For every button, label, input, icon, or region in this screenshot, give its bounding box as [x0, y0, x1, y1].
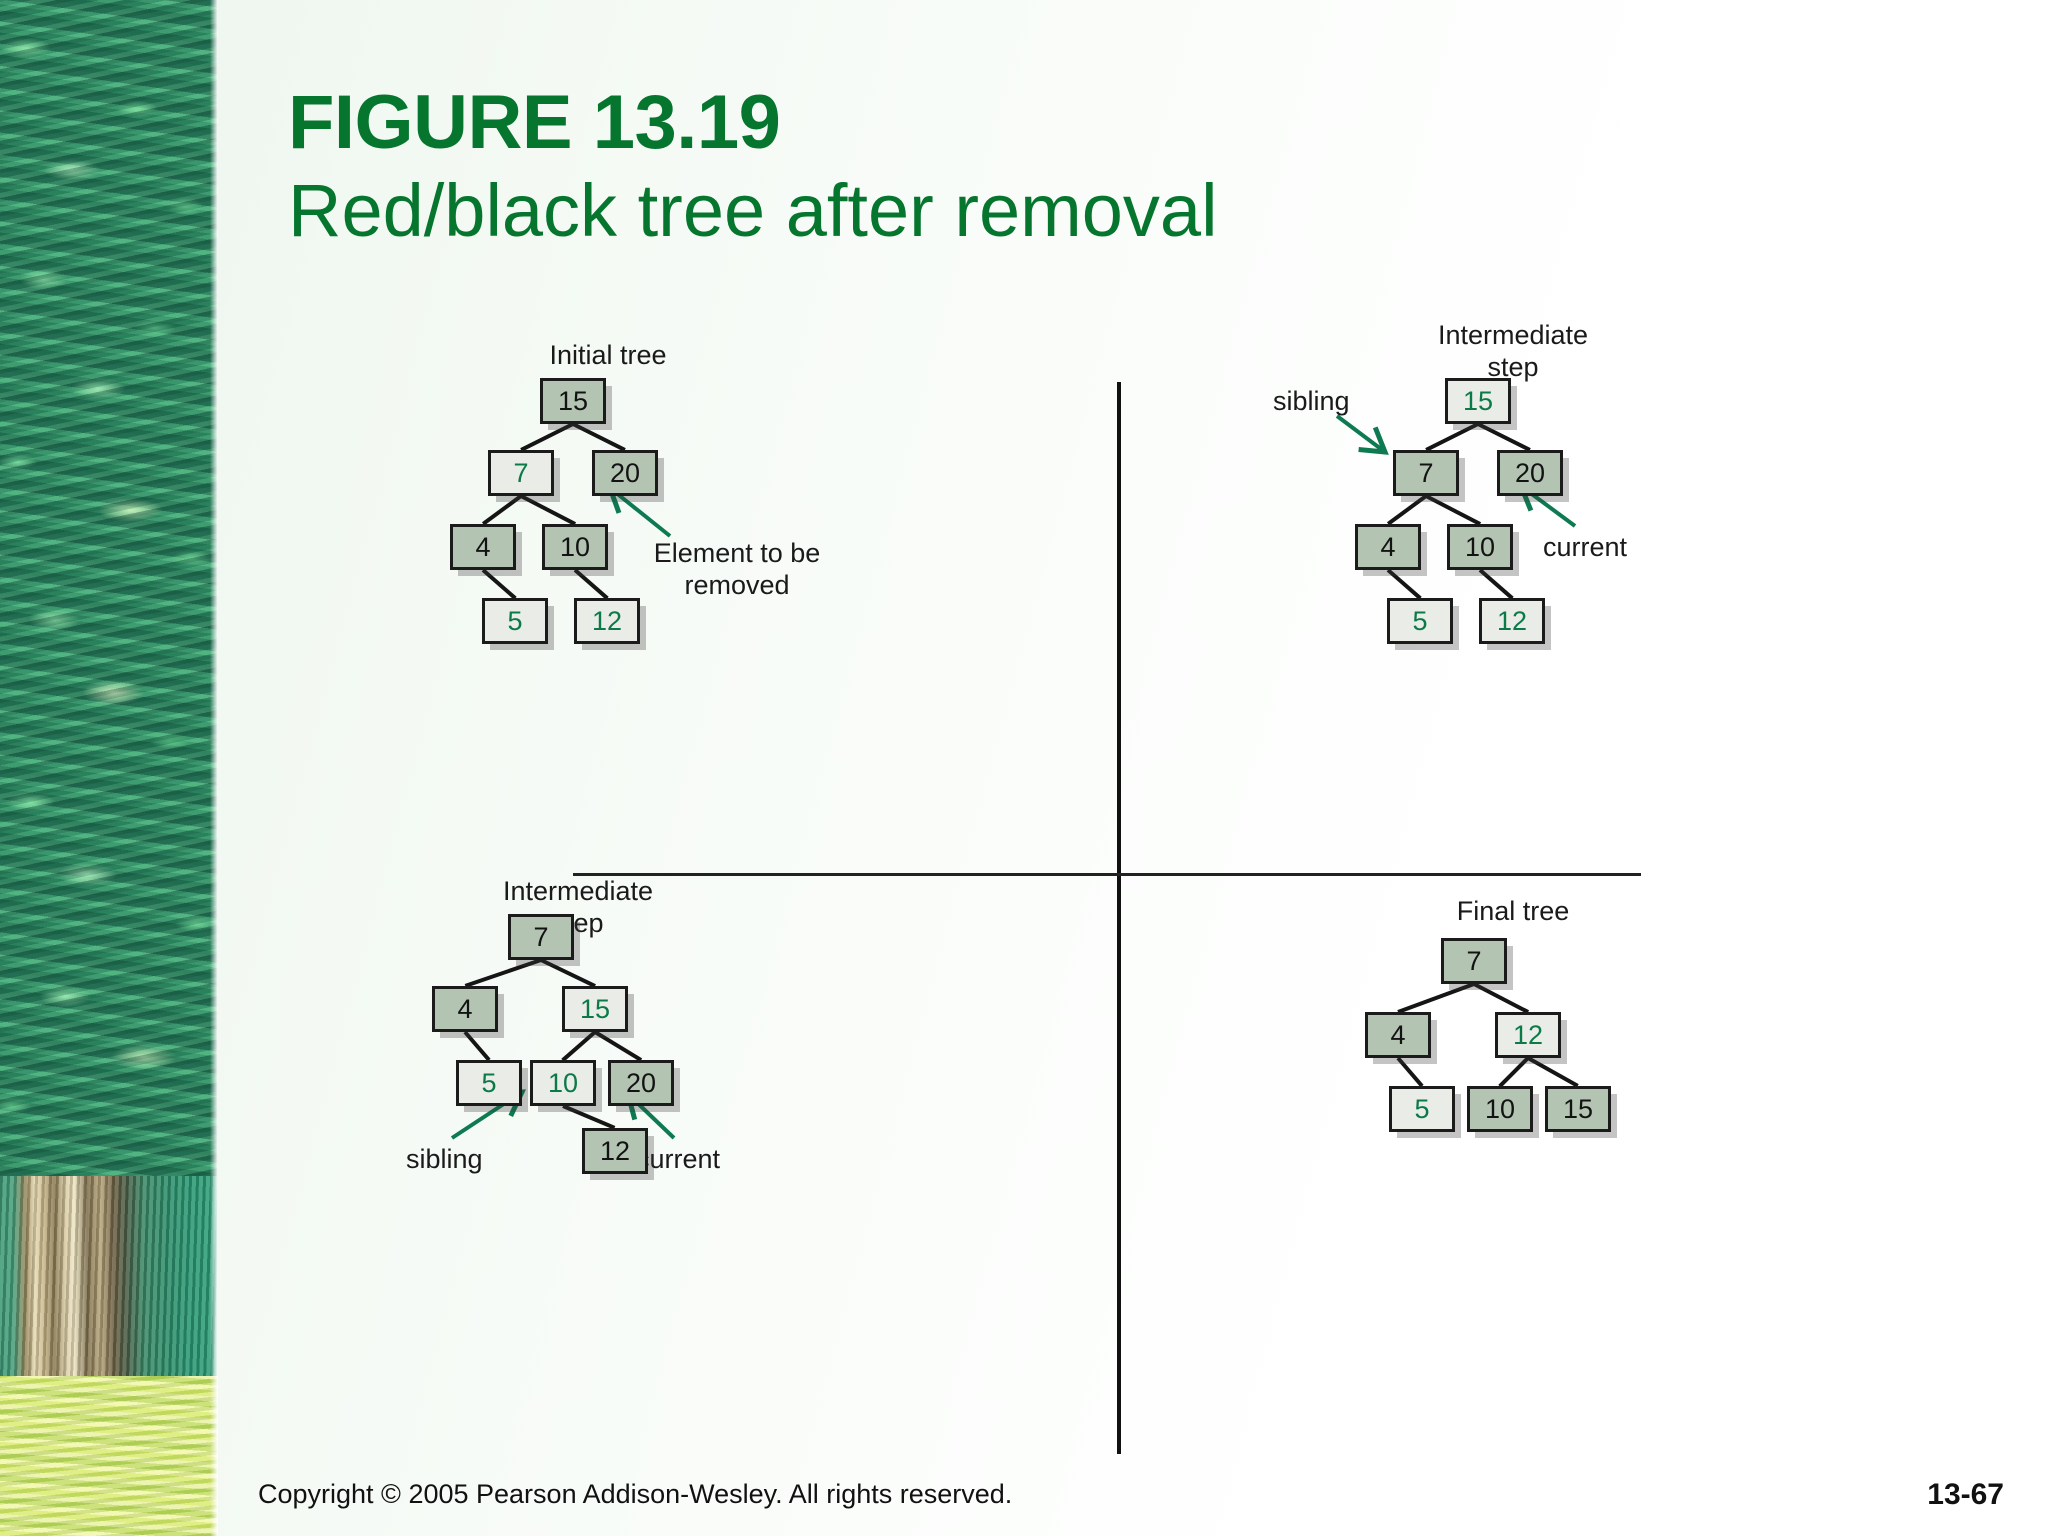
panel-title-intermediate-step-2: Intermediate step [502, 876, 654, 938]
tree-node-15[interactable]: 15 [562, 986, 628, 1032]
tree-node-7[interactable]: 7 [1393, 450, 1459, 496]
tree-edge [463, 1030, 491, 1062]
annotation-label-current: current [636, 1144, 721, 1174]
annotation-label-current: current [1543, 532, 1628, 562]
tree-node-15[interactable]: 15 [1445, 378, 1511, 424]
tree-edge [1396, 1056, 1424, 1088]
tree-node-10[interactable]: 10 [530, 1060, 596, 1106]
tree-node-15[interactable]: 15 [1545, 1086, 1611, 1132]
tree-node-20[interactable]: 20 [592, 450, 658, 496]
annotation-label-sibling: sibling [406, 1144, 483, 1174]
tree-node-4[interactable]: 4 [1365, 1012, 1431, 1058]
tree-node-4[interactable]: 4 [450, 524, 516, 570]
footer-copyright: Copyright © 2005 Pearson Addison-Wesley.… [258, 1479, 1013, 1509]
quadrant-divider-vertical [1117, 382, 1121, 1454]
grass-field [0, 1376, 218, 1536]
tree-node-20[interactable]: 20 [1497, 450, 1563, 496]
tree-node-12[interactable]: 12 [574, 598, 640, 644]
tree-edge [1498, 1056, 1530, 1088]
tree-node-5[interactable]: 5 [1387, 598, 1453, 644]
title-block: FIGURE 13.19 Red/black tree after remova… [288, 84, 1788, 249]
tree-node-12[interactable]: 12 [1479, 598, 1545, 644]
tree-edge [561, 1030, 597, 1062]
tree-edge [593, 1030, 643, 1062]
tree-node-12[interactable]: 12 [582, 1128, 648, 1174]
tree-edge [1477, 422, 1531, 452]
tree-edge [1386, 494, 1428, 526]
sidebar-tree-image [0, 0, 218, 1536]
panel-initial-tree: Initial tree 15 7 20 4 10 5 12 Element to be rem… [218, 340, 1118, 873]
page-subtitle: Red/black tree after removal [288, 168, 1218, 252]
tree-node-5[interactable]: 5 [1389, 1086, 1455, 1132]
tree-edge [1425, 494, 1481, 526]
tree-foliage [0, 0, 218, 1215]
tree-edge [520, 422, 574, 452]
panel-title-intermediate-step-1: Intermediate step [1437, 320, 1589, 382]
tree-edge [1425, 422, 1479, 452]
tree-edge [1473, 982, 1529, 1014]
tree-edge [573, 568, 609, 600]
tree-node-12[interactable]: 12 [1495, 1012, 1561, 1058]
tree-edge [1397, 982, 1475, 1014]
tree-edge [1478, 568, 1514, 600]
tree-edge [520, 494, 576, 526]
tree-edge [1527, 1056, 1579, 1088]
quadrant-divider-horizontal [573, 873, 1641, 876]
tree-node-7[interactable]: 7 [508, 914, 574, 960]
tree-node-20[interactable]: 20 [608, 1060, 674, 1106]
panel-title-final-tree: Final tree [1456, 896, 1570, 926]
sidebar-fade-edge [210, 0, 218, 1536]
footer-page-number: 13-67 [1927, 1478, 2004, 1511]
tree-edge [1386, 568, 1422, 600]
tree-edge [540, 958, 596, 988]
tree-node-7[interactable]: 7 [488, 450, 554, 496]
tree-node-10[interactable]: 10 [1447, 524, 1513, 570]
tree-edge [464, 958, 542, 988]
annotation-label-element-to-be-removed: Element to be removed [653, 538, 821, 600]
tree-node-5[interactable]: 5 [482, 598, 548, 644]
page-title: FIGURE 13.19 [288, 80, 781, 165]
tree-edge [481, 494, 523, 526]
annotation-label-sibling: sibling [1273, 386, 1350, 416]
tree-node-10[interactable]: 10 [1467, 1086, 1533, 1132]
tree-node-10[interactable]: 10 [542, 524, 608, 570]
tree-node-4[interactable]: 4 [432, 986, 498, 1032]
tree-node-7[interactable]: 7 [1441, 938, 1507, 984]
annotation-arrow-sibling [1335, 414, 1389, 455]
tree-node-5[interactable]: 5 [456, 1060, 522, 1106]
tree-trunk [0, 1176, 218, 1406]
tree-node-15[interactable]: 15 [540, 378, 606, 424]
panel-title-initial-tree: Initial tree [549, 340, 667, 370]
tree-node-4[interactable]: 4 [1355, 524, 1421, 570]
tree-edge [481, 568, 517, 600]
tree-edge [572, 422, 626, 452]
